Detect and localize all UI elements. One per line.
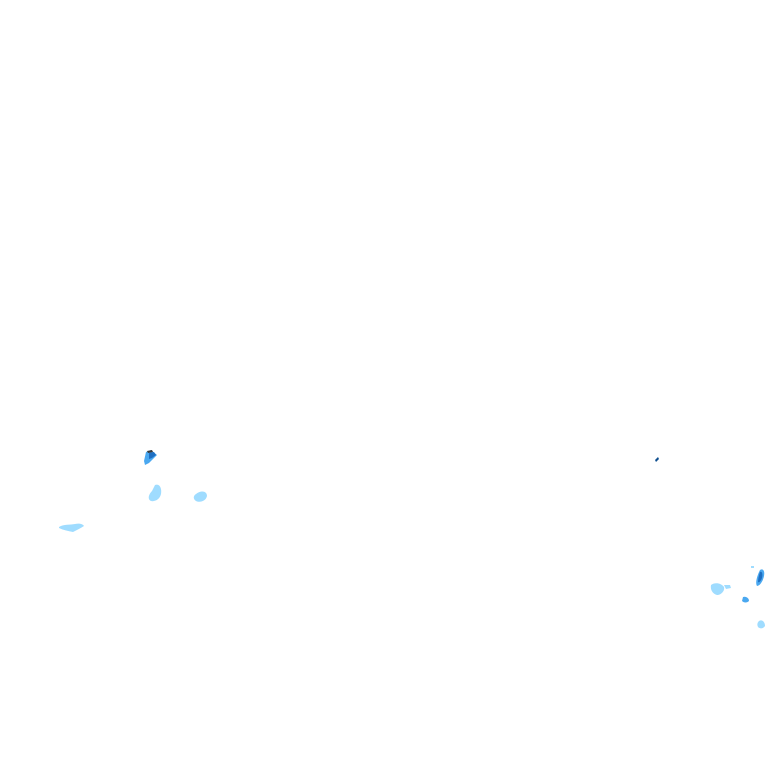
radar-echo bbox=[147, 450, 153, 453]
radar-echo bbox=[724, 585, 731, 589]
radar-echo-cluster-north-east bbox=[655, 457, 659, 462]
radar-echo bbox=[742, 596, 749, 603]
radar-echo-cluster-west bbox=[59, 450, 207, 532]
radar-echo bbox=[758, 571, 763, 583]
radar-echo bbox=[751, 566, 754, 568]
radar-echo bbox=[148, 484, 162, 502]
radar-echo bbox=[655, 457, 659, 462]
radar-echo bbox=[193, 491, 207, 502]
radar-echo bbox=[149, 452, 156, 459]
radar-echo-cluster-south-east bbox=[710, 566, 765, 629]
radar-echo bbox=[59, 523, 84, 532]
radar-echo bbox=[710, 583, 725, 595]
radar-echo bbox=[757, 620, 765, 629]
